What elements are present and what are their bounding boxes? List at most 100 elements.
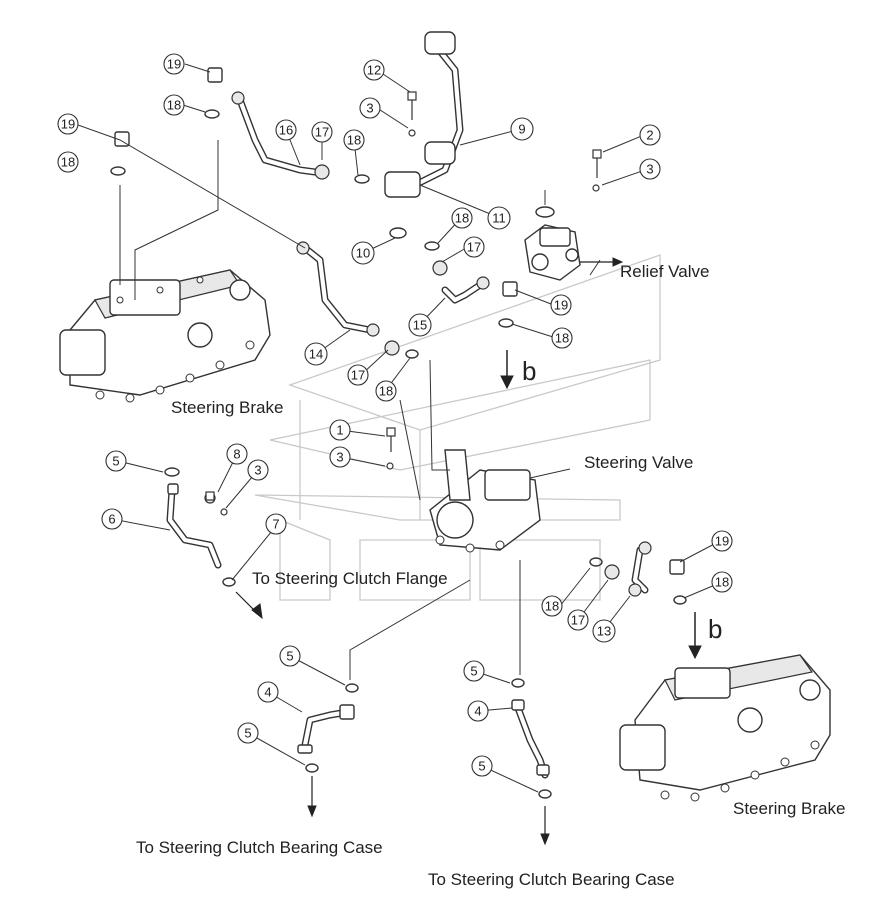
callout-18-h [711, 571, 733, 593]
callout-4-a [257, 681, 279, 703]
callout-number: 18 [347, 133, 361, 148]
callout-number: 18 [715, 575, 729, 590]
callout-number: 18 [545, 599, 559, 614]
to-clutch-flange-label: To Steering Clutch Flange [252, 569, 448, 588]
callout-2 [639, 124, 661, 146]
callout-number: 18 [167, 98, 181, 113]
callout-19-d [711, 530, 733, 552]
steering-valve-body [429, 449, 541, 553]
callout-5-e [471, 755, 493, 777]
view-b-right-label: b [708, 614, 723, 644]
callout-8 [226, 443, 248, 465]
callout-19-c [550, 294, 572, 316]
callout-number: 10 [356, 246, 370, 261]
callout-number: 9 [518, 122, 525, 137]
callout-14 [304, 342, 328, 366]
callout-19-a [163, 53, 185, 75]
callout-3-c [329, 446, 351, 468]
callout-number: 4 [264, 685, 271, 700]
callout-number: 5 [286, 649, 293, 664]
callout-circles [57, 53, 733, 777]
steering-brake-left-label: Steering Brake [171, 398, 284, 417]
callout-number: 18 [555, 331, 569, 346]
callout-4-b [467, 700, 489, 722]
callout-number: 12 [367, 63, 381, 78]
steering-brake-left-housing [59, 269, 271, 403]
callout-number: 13 [597, 624, 611, 639]
callout-6 [101, 508, 123, 530]
callout-18-g [541, 595, 563, 617]
callout-17-a [311, 121, 333, 143]
flow-arrows [235, 257, 702, 846]
callout-3-b [639, 158, 661, 180]
callout-9 [510, 117, 534, 141]
callout-7 [265, 513, 287, 535]
callout-17-d [567, 609, 589, 631]
to-bearing-case-left-label: To Steering Clutch Bearing Case [136, 838, 383, 857]
steering-brake-right-housing [619, 654, 831, 802]
callout-number: 5 [470, 664, 477, 679]
callout-number: 19 [715, 534, 729, 549]
callout-number: 3 [336, 450, 343, 465]
callout-3-d [247, 459, 269, 481]
callout-number: 3 [254, 463, 261, 478]
callout-number: 19 [167, 57, 181, 72]
callout-5-a [105, 450, 127, 472]
callout-12 [363, 59, 385, 81]
callout-number: 16 [279, 123, 293, 138]
callout-15 [408, 313, 432, 337]
callout-10 [351, 241, 375, 265]
callout-number: 17 [315, 125, 329, 140]
callout-number: 15 [413, 318, 427, 333]
callout-19-b [57, 113, 79, 135]
callout-18-e [551, 327, 573, 349]
leader-lines [77, 63, 723, 793]
callout-number: 19 [61, 117, 75, 132]
callout-number: 1 [336, 423, 343, 438]
callout-number: 18 [61, 155, 75, 170]
bolts [205, 91, 602, 516]
to-bearing-case-right-label: To Steering Clutch Bearing Case [428, 870, 675, 889]
callout-number: 11 [492, 211, 506, 226]
callout-number: 4 [474, 704, 481, 719]
callout-16 [275, 119, 297, 141]
callout-number: 17 [467, 240, 481, 255]
steering-brake-right-label: Steering Brake [733, 799, 846, 818]
callout-number: 18 [379, 384, 393, 399]
callout-17-c [347, 364, 369, 386]
callout-number: 17 [571, 613, 585, 628]
callout-13 [592, 619, 616, 643]
callout-18-b [57, 151, 79, 173]
pipes [166, 41, 649, 779]
callout-17-b [463, 236, 485, 258]
watermark-emblem [254, 254, 661, 601]
callout-18-a [163, 94, 185, 116]
callout-11 [487, 206, 511, 230]
callout-18-d [451, 207, 473, 229]
callout-number: 5 [112, 454, 119, 469]
callout-1 [329, 419, 351, 441]
o-rings [110, 109, 687, 799]
callout-number: 7 [272, 517, 279, 532]
callout-number: 6 [108, 512, 115, 527]
callout-number: 8 [233, 447, 240, 462]
callout-number: 14 [309, 347, 323, 362]
callout-number: 3 [366, 101, 373, 116]
callout-number: 5 [244, 726, 251, 741]
callout-number: 2 [646, 128, 653, 143]
callout-5-d [463, 660, 485, 682]
callout-18-f [375, 380, 397, 402]
relief-valve-body [524, 224, 581, 281]
callout-number: 3 [646, 162, 653, 177]
callout-number: 17 [351, 368, 365, 383]
callout-numbers: 19 18 19 18 16 17 12 3 18 9 2 3 11 18 10… [61, 57, 729, 774]
relief-valve-label: Relief Valve [620, 262, 710, 281]
steering-valve-label: Steering Valve [584, 453, 694, 472]
view-b-top-label: b [522, 356, 537, 386]
callout-number: 19 [554, 298, 568, 313]
fittings [114, 31, 685, 776]
callout-5-c [237, 722, 259, 744]
callout-3-a [359, 97, 381, 119]
